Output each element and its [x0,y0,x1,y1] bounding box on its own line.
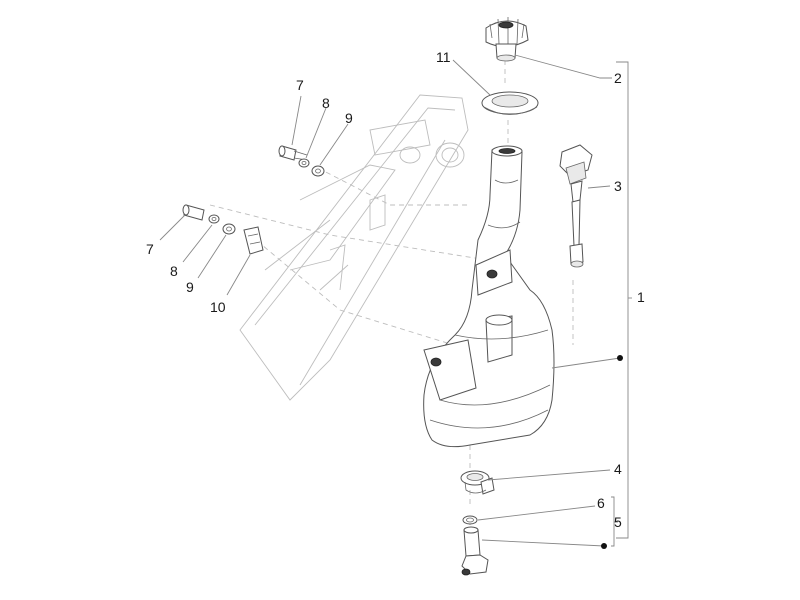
callout-8-lower: 8 [170,263,178,279]
expansion-tank-part [423,145,555,448]
filler-cap-part [485,17,529,62]
ref-dot-5 [601,543,607,549]
seal-ring-part [481,91,539,115]
drain-fitting-part [461,526,489,576]
callout-3: 3 [614,178,622,194]
chassis-frame-ghost [239,94,469,401]
callout-11: 11 [436,49,451,65]
callout-7-upper: 7 [296,77,304,93]
level-sensor-part [559,144,593,268]
callout-1: 1 [637,289,645,305]
callout-6: 6 [597,495,605,511]
upper-fastener-set [278,145,325,177]
projection-lines [209,60,574,530]
callout-8-upper: 8 [322,95,330,111]
callout-2: 2 [614,70,622,86]
callout-labels: 1 2 3 4 5 6 7 7 8 8 9 9 10 11 [146,49,645,530]
callout-10: 10 [210,299,226,315]
callout-5: 5 [614,514,622,530]
lower-fastener-set [182,204,264,255]
ref-dot-1 [617,355,623,361]
callout-7-lower: 7 [146,241,154,257]
hose-clamp-part [460,470,495,495]
leader-lines [159,54,632,547]
o-ring-part [462,515,478,525]
callout-9-upper: 9 [345,110,353,126]
reference-dots [601,355,623,549]
callout-9-lower: 9 [186,279,194,295]
callout-4: 4 [614,461,622,477]
